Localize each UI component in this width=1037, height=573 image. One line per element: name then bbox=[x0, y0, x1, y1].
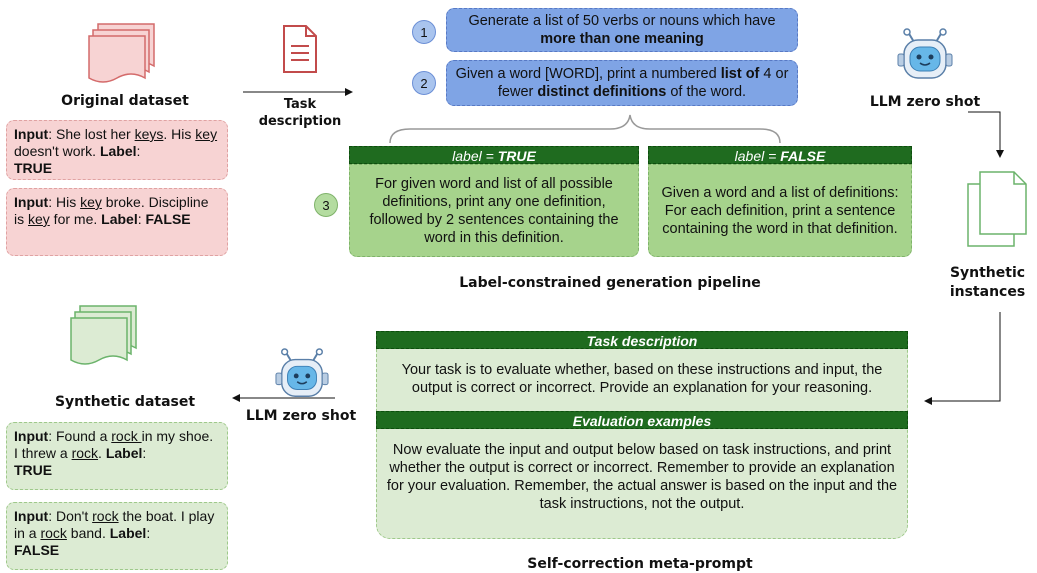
step-2-box: Given a word [WORD], print a numbered li… bbox=[446, 60, 798, 106]
document-icon bbox=[283, 25, 317, 73]
stacked-documents-icon bbox=[88, 23, 155, 83]
original-example-true: Input: She lost her keys. His key doesn'… bbox=[6, 120, 228, 180]
label-false-box: Given a word and a list of definitions: … bbox=[648, 164, 912, 257]
label-true-box: For given word and list of all possible … bbox=[349, 164, 639, 257]
instances-documents-icon bbox=[967, 171, 1027, 247]
llm-to-synthetic-arrow bbox=[968, 111, 1004, 158]
step-2-badge: 2 bbox=[412, 71, 436, 95]
stacked-documents-green-icon bbox=[70, 305, 137, 365]
synthetic-to-meta-arrow bbox=[924, 312, 1001, 405]
synthetic-dataset-title: Synthetic dataset bbox=[54, 394, 196, 410]
llm-zero-shot-bottom: LLM zero shot bbox=[245, 408, 357, 424]
brace bbox=[389, 114, 781, 144]
step-1-badge: 1 bbox=[412, 20, 436, 44]
meta-eval-header: Evaluation examples bbox=[376, 411, 908, 429]
robot-icon-bottom bbox=[275, 348, 329, 397]
step-1-box: Generate a list of 50 verbs or nouns whi… bbox=[446, 8, 798, 52]
label-false-header: label = FALSE bbox=[648, 146, 912, 164]
meta-task-body: Your task is to evaluate whether, based … bbox=[378, 361, 906, 405]
meta-task-header: Task description bbox=[376, 331, 908, 349]
step-3-badge: 3 bbox=[314, 193, 338, 217]
label-true-header: label = TRUE bbox=[349, 146, 639, 164]
meta-eval-body: Now evaluate the input and output below … bbox=[378, 441, 906, 531]
original-dataset-title: Original dataset bbox=[61, 93, 189, 109]
robot-icon bbox=[897, 28, 953, 79]
synthetic-example-true: Input: Found a rock in my shoe. I threw … bbox=[6, 422, 228, 490]
pipeline-caption: Label-constrained generation pipeline bbox=[459, 275, 761, 291]
task-description-label: Task description bbox=[258, 97, 342, 129]
original-example-false: Input: His key broke. Discipline is key … bbox=[6, 188, 228, 256]
synthetic-instances-label: Synthetic instances bbox=[949, 265, 1026, 300]
llm-zero-shot-top: LLM zero shot bbox=[869, 94, 981, 110]
synthetic-example-false: Input: Don't rock the boat. I play in a … bbox=[6, 502, 228, 570]
meta-prompt-caption: Self-correction meta-prompt bbox=[527, 556, 753, 572]
